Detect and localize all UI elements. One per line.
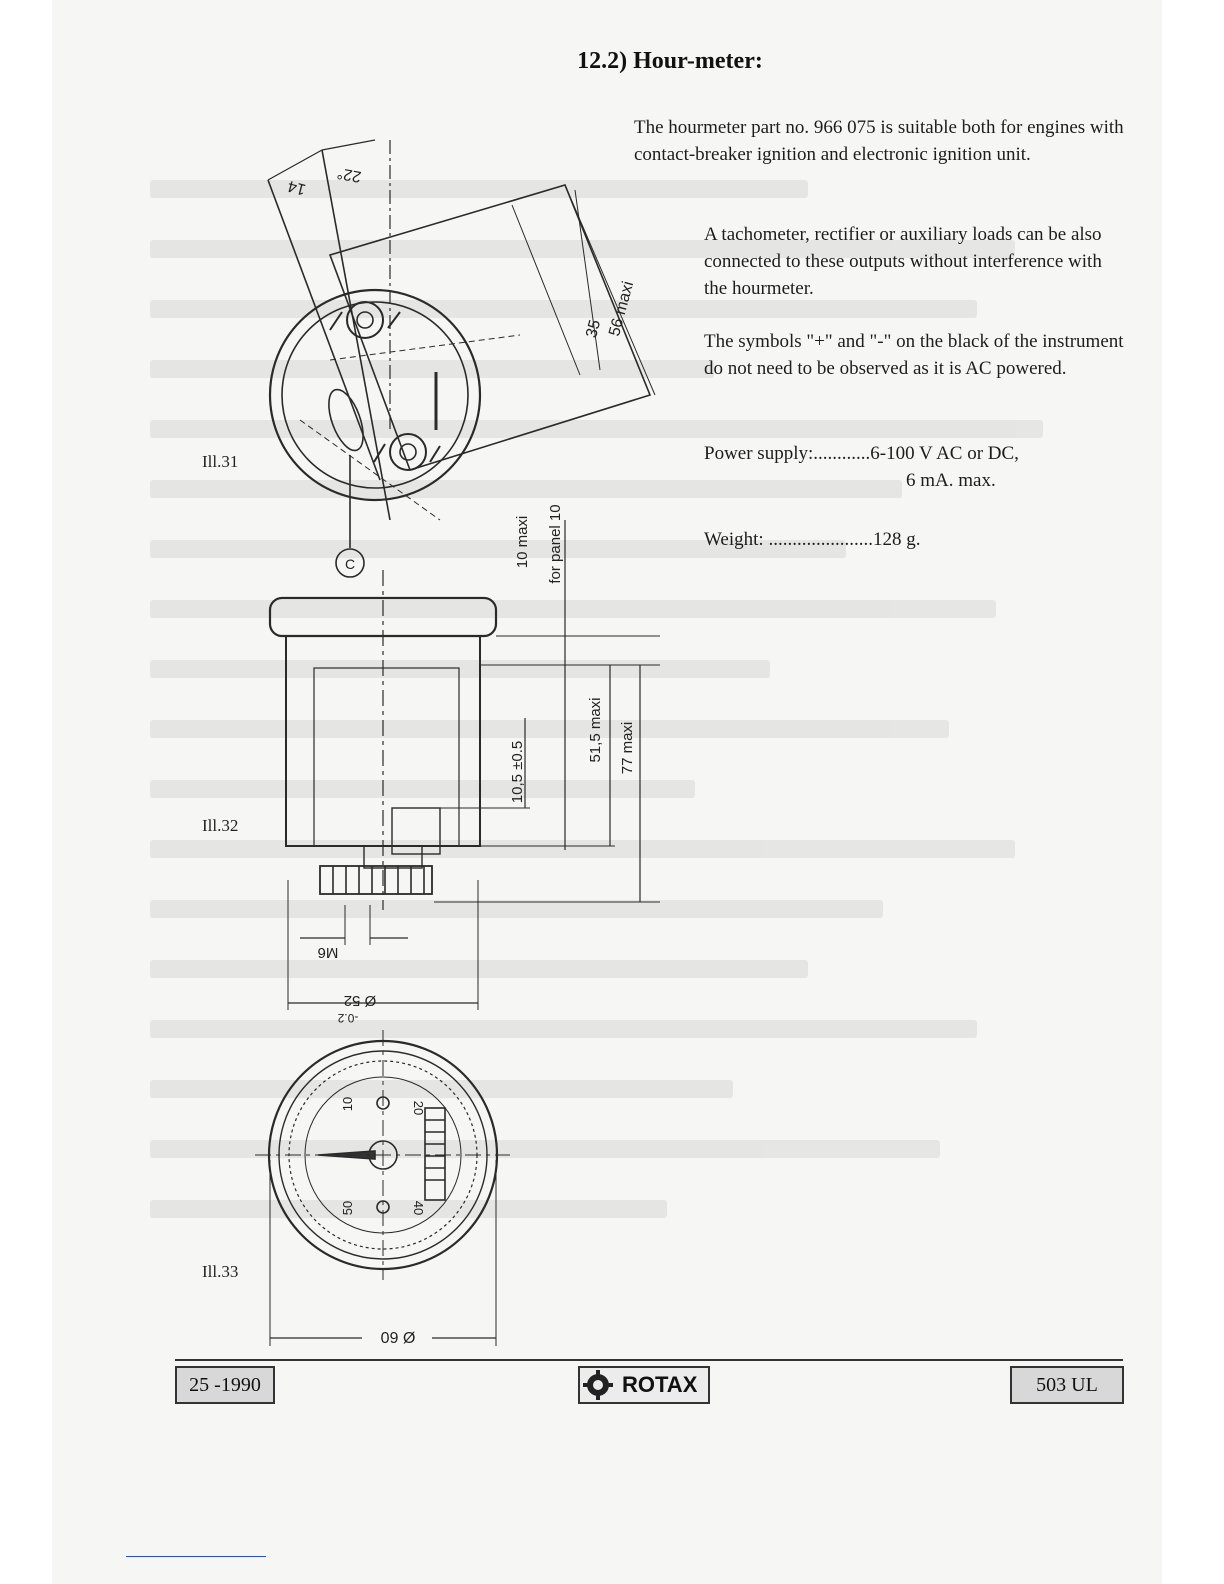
dim-77-maxi: 77 maxi — [619, 722, 636, 775]
dim-10-5: 10,5 ±0.5 — [509, 741, 526, 803]
paper-sheet — [52, 0, 1162, 1584]
dim-51-5-maxi: 51,5 maxi — [587, 697, 604, 762]
paragraph-hourmeter-description: The hourmeter part no. 966 075 is suitab… — [634, 117, 1124, 165]
ill33-front-view — [255, 1030, 510, 1346]
spec-weight: Weight: ......................128 g. — [704, 526, 920, 553]
spec-power-supply-dots: ............ — [813, 443, 871, 464]
dial-mark-40: 40 — [411, 1201, 426, 1215]
dim-56-maxi: 56 maxi — [606, 280, 637, 339]
footer-logo: ROTAX — [578, 1366, 710, 1404]
spec-weight-label: Weight: — [704, 529, 764, 550]
illustration-label-32: Ill.32 — [202, 816, 239, 835]
ill32-side-view — [268, 520, 660, 1010]
dial-mark-20: 20 — [411, 1101, 426, 1115]
dim-angle: 22° — [336, 164, 363, 185]
illustration-label-31: Ill.31 — [202, 452, 239, 471]
spec-power-supply: Power supply:............6-100 V AC or D… — [704, 440, 1019, 467]
ill32-labels: 10 maxi for panel 10 10,5 ±0.5 51,5 maxi… — [318, 504, 636, 1025]
paragraph-tachometer-note: A tachometer, rectifier or auxiliary loa… — [704, 224, 1102, 299]
section-title: 12.2) Hour-meter: — [577, 48, 763, 74]
dial-mark-10: 10 — [340, 1097, 355, 1111]
ill31-rear-view — [267, 139, 656, 578]
spec-power-supply-label: Power supply: — [704, 443, 814, 464]
footer-rule — [175, 1359, 1123, 1361]
spec-weight-value: 128 g. — [872, 529, 921, 550]
footer-model: 503 UL — [1010, 1366, 1124, 1404]
ill33-labels: 10 20 40 50 Ø 60 — [340, 1097, 426, 1345]
spec-power-supply-current: 6 mA. max. — [906, 470, 996, 491]
dim-60: Ø 60 — [381, 1328, 416, 1345]
dim-for-panel: for panel 10 — [547, 504, 564, 583]
dim-m6: M6 — [318, 944, 339, 961]
dim-10-maxi: 10 maxi — [514, 516, 531, 569]
dim-52-tolerance: -0.2 — [337, 1011, 358, 1025]
bottom-link-underline — [126, 1556, 266, 1557]
connector-label: C — [345, 556, 355, 572]
dial-mark-50: 50 — [340, 1201, 355, 1215]
paragraph-polarity-note: The symbols "+" and "-" on the black of … — [704, 331, 1124, 379]
spec-weight-dots: ...................... — [768, 529, 873, 550]
dim-52: Ø 52 — [344, 992, 377, 1009]
dim-14: 14 — [286, 177, 308, 198]
dim-35: 35 — [583, 318, 604, 340]
gear-icon — [583, 1370, 613, 1400]
illustration-label-33: Ill.33 — [202, 1262, 239, 1281]
logo-wordmark: ROTAX — [622, 1372, 698, 1397]
footer-date: 25 -1990 — [175, 1366, 275, 1404]
spec-power-supply-value: 6-100 V AC or DC, — [870, 443, 1019, 464]
